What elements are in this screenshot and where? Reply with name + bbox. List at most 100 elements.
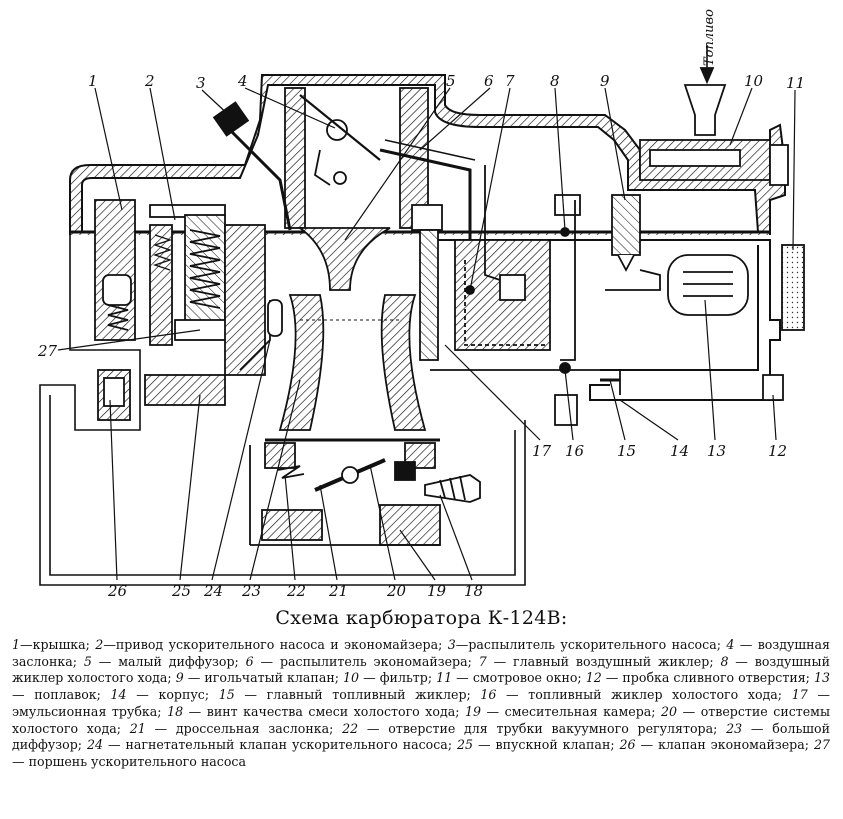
legend-text: крышка; [32,637,90,652]
legend-separator: — [12,753,29,769]
legend-number: 12 [585,670,602,686]
legend-separator: — [183,703,207,719]
legend-separator: — [183,670,205,686]
legend: 1—крышка; 2—привод ускорительного насоса… [12,637,830,771]
callout-13: 13 [707,442,726,460]
legend-item: 26 — клапан экономайзера; [620,737,809,752]
legend-text: главный топливный жиклер; [266,687,471,703]
callout-27: 27 [37,342,58,360]
legend-separator: — [358,720,389,736]
legend-text: винт качества смеси холостого хода; [206,703,460,719]
legend-item: 6 — распылитель экономайзера; [246,654,472,669]
legend-separator: — [452,670,473,686]
legend-separator: — [677,703,701,719]
legend-number: 9 [175,670,184,686]
legend-separator: — [742,720,773,736]
legend-item: 19 — смесительная камера; [465,704,656,719]
legend-separator: — [253,653,280,669]
callout-9: 9 [600,72,610,90]
legend-number: 6 [245,653,254,669]
fuel-label: Топливо [702,9,717,66]
legend-number: 18 [167,703,184,719]
callout-23: 23 [241,582,261,600]
legend-separator: — [481,703,505,719]
legend-text: поплавок; [34,687,101,703]
legend-item: 17 — эмульсионная трубка; [12,687,830,719]
legend-text: отверстие для трубки вакуумного регулято… [388,720,718,736]
float-chamber [605,45,805,401]
legend-number: 25 [457,737,474,753]
legend-number: 27 [813,737,830,753]
legend-number: 20 [661,703,678,719]
legend-number: 21 [129,720,146,736]
legend-separator: — [234,687,267,703]
callout-5: 5 [446,72,456,90]
legend-item: 3—распылитель ускорительного насоса; [448,637,721,652]
legend-number: 14 [110,687,127,703]
legend-item: 21 — дроссельная заслонка; [130,721,334,736]
legend-text: топливный жиклер холостого хода; [528,687,783,703]
callout-12: 12 [768,442,787,460]
legend-separator: — [601,670,623,686]
leader-lines [57,87,796,581]
callout-2: 2 [144,72,155,90]
legend-item: 13 — поплавок; [12,670,830,702]
legend-text: воздушный жиклер холостого хода; [12,653,830,686]
throttle-body [249,438,481,546]
legend-text: игольчатый клапан; [204,670,339,686]
legend-text: отверстие системы холостого хода; [12,703,830,736]
legend-item: 2—привод ускорительного насоса и эконома… [95,637,442,652]
callout-6: 6 [484,72,494,90]
callout-16: 16 [565,442,585,460]
legend-number: 7 [478,653,487,669]
legend-item: 25 — впускной клапан; [457,737,615,752]
legend-text: привод ускорительного насоса и экономайз… [115,637,443,652]
legend-number: 2 [95,637,104,652]
legend-text: впускной клапан; [495,737,615,753]
legend-number: 19 [465,703,482,719]
legend-text: пробка сливного отверстия; [622,670,810,686]
legend-item: 8 — воздушный жиклер холостого хода; [12,654,830,686]
legend-text: главный воздушный жиклер; [513,653,714,669]
callout-17: 17 [532,442,552,460]
legend-number: 3 [447,637,456,652]
callout-14: 14 [670,442,689,460]
legend-item: 22 — отверстие для трубки вакуумного рег… [342,721,717,736]
emulsion-system [379,139,621,426]
legend-number: 17 [791,687,808,703]
callout-11: 11 [786,74,805,92]
legend-number: 26 [619,737,636,753]
legend-text: смесительная камера; [504,703,656,719]
legend-separator: — [359,670,380,686]
legend-number: 16 [480,687,497,703]
legend-separator: — [91,653,119,669]
callout-4: 4 [237,72,248,90]
legend-text: дроссельная заслонка; [175,720,334,736]
legend-number: 1 [12,637,21,652]
legend-item: 7 — главный воздушный жиклер; [479,654,714,669]
legend-item: 23 — большой диффузор; [12,721,830,753]
legend-separator: — [734,637,758,652]
legend-separator: — [103,637,116,652]
legend-item: 27 — поршень ускорительного насоса [12,737,830,769]
legend-separator: — [807,687,830,703]
legend-separator: — [635,737,659,753]
legend-text: эмульсионная трубка; [12,703,162,719]
callout-20: 20 [386,582,407,600]
callout-25: 25 [171,582,191,600]
legend-separator: — [728,653,755,669]
callout-18: 18 [464,582,483,600]
callout-3: 3 [196,74,206,92]
legend-text: клапан экономайзера; [658,737,809,753]
legend-number: 5 [83,653,92,669]
legend-item: 11 — смотровое окно; [436,670,582,685]
callout-15: 15 [617,442,636,460]
callout-labels: 1 2 3 4 5 6 7 8 9 10 11 27 26 25 24 23 2… [37,9,805,600]
legend-separator: — [103,737,126,753]
legend-item: 9 — игольчатый клапан; [176,670,339,685]
callout-7: 7 [505,72,515,90]
legend-item: 1—крышка; [12,637,90,652]
legend-number: 15 [218,687,235,703]
diagram-title: Схема карбюратора К-124В: [275,607,568,629]
legend-number: 24 [86,737,104,753]
